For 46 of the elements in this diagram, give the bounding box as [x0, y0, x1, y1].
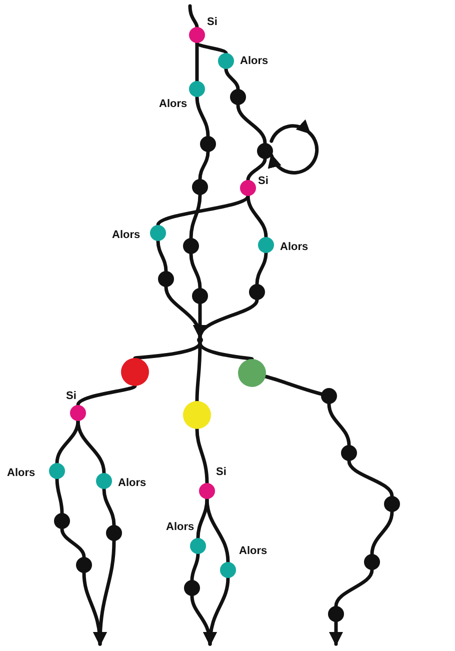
connector: [189, 252, 202, 290]
condition-label: Alors: [118, 476, 146, 490]
connector: [196, 497, 209, 540]
connector: [189, 193, 202, 240]
connector: [327, 402, 351, 447]
connector: [76, 384, 137, 407]
condition-label: Alors: [240, 54, 268, 68]
connector: [190, 552, 200, 582]
connector: [255, 251, 268, 286]
condition-label: Alors: [159, 97, 188, 111]
connector: [329, 620, 343, 646]
connector: [195, 95, 210, 138]
connector: [76, 419, 106, 475]
connector: [188, 4, 199, 29]
connector: [264, 374, 324, 396]
connector: [196, 298, 259, 339]
condition-label: Alors: [239, 544, 268, 558]
connector: [246, 194, 268, 239]
connector: [195, 41, 199, 83]
connector: [370, 510, 394, 556]
connector: [224, 67, 240, 91]
condition-label: Si: [207, 15, 218, 29]
connector: [198, 341, 254, 361]
condition-label: Si: [66, 389, 76, 403]
connector: [156, 239, 168, 273]
condition-label: Alors: [7, 466, 36, 480]
condition-label: Alors: [166, 520, 194, 534]
connector: [102, 487, 116, 527]
connector: [347, 459, 394, 498]
condition-label: Si: [216, 465, 226, 479]
connector: [60, 527, 86, 559]
connector: [195, 341, 202, 403]
condition-label: Alors: [280, 240, 308, 254]
connector: [198, 150, 210, 181]
condition-label: Si: [258, 174, 268, 188]
connector: [334, 568, 374, 608]
connector: [204, 576, 230, 646]
connector: [205, 497, 230, 564]
connector: [195, 427, 209, 485]
connector: [236, 103, 267, 145]
loop-arrow: [268, 120, 319, 174]
connector: [93, 539, 116, 646]
condition-label: Alors: [112, 228, 140, 242]
connector: [55, 419, 80, 465]
connector: [55, 477, 64, 515]
connector: [246, 157, 267, 182]
